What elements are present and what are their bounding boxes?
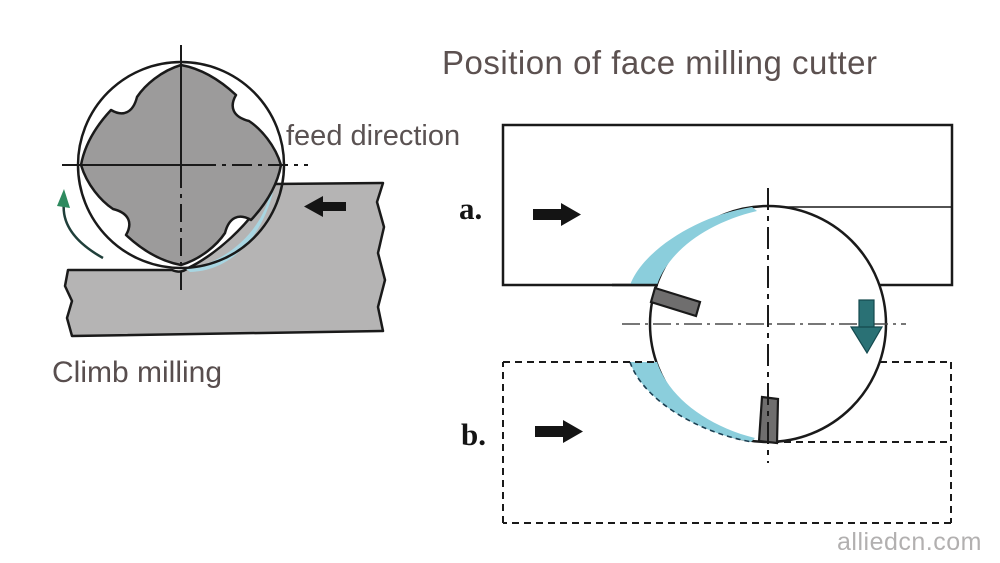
insert-tooth-upper: [649, 286, 702, 318]
climb-milling-caption: Climb milling: [52, 356, 223, 389]
rotation-arrow-icon: [57, 189, 104, 260]
page-title: Position of face milling cutter: [442, 44, 878, 81]
feed-arrow-a-icon: [533, 203, 581, 226]
position-b-label: b.: [461, 417, 486, 452]
feed-direction-label: feed direction: [286, 120, 461, 152]
chip-crescent-b-dashed-edge: [629, 361, 753, 443]
feed-arrow-left-icon: [304, 196, 346, 217]
chip-crescent-a: [630, 207, 757, 285]
face-mill-position-diagram: [501, 123, 954, 524]
climb-milling-diagram: [57, 45, 387, 338]
feed-arrow-b-icon: [535, 420, 583, 443]
insert-tooth-lower: [757, 395, 780, 445]
position-a-label: a.: [459, 191, 483, 226]
workpiece-b: [502, 361, 952, 524]
offset-arrow-down-icon: [849, 299, 884, 355]
watermark-text: alliedcn.com: [837, 528, 982, 556]
centerlines-left: [62, 45, 308, 291]
chip-crescent-b: [630, 362, 755, 442]
